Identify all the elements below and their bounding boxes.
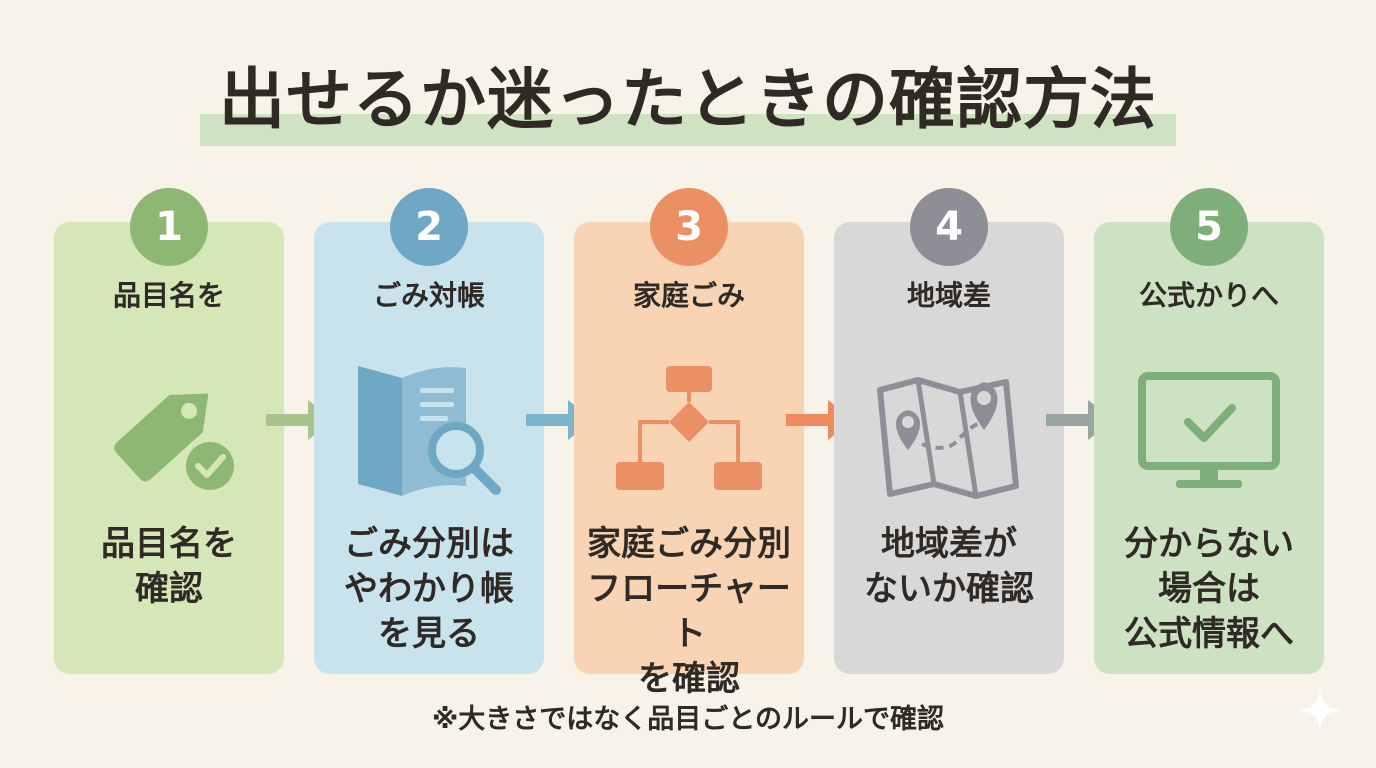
step-4-heading: 地域差 <box>906 279 991 312</box>
step-3-description: 家庭ごみ分別 フローチャート を確認 <box>587 524 791 699</box>
step-5-number: 5 <box>1170 188 1248 266</box>
map-pins-icon <box>877 377 1019 499</box>
step-2-heading: ごみ対帳 <box>372 279 485 312</box>
title-area: 出せるか迷ったときの確認方法 <box>0 58 1376 148</box>
step-4-number: 4 <box>910 188 988 266</box>
step-2-description: ごみ分別は やわかり帳 を見る <box>344 524 514 654</box>
step-3-card <box>574 222 804 674</box>
footnote: ※大きさではなく品目ごとのルールで確認 <box>432 704 944 735</box>
step-5-description: 分からない 場合は 公式情報へ <box>1124 524 1294 654</box>
page-title: 出せるか迷ったときの確認方法 <box>219 61 1157 138</box>
step-2-number: 2 <box>390 188 468 266</box>
step-5-card <box>1094 222 1324 674</box>
step-3-heading: 家庭ごみ <box>632 279 745 312</box>
monitor-check-icon <box>1138 372 1280 488</box>
step-3-number: 3 <box>650 188 728 266</box>
title-highlight <box>200 114 1176 146</box>
step-1-heading: 品目名を <box>112 279 225 312</box>
step-1-number: 1 <box>130 188 208 266</box>
step-4-description: 地域差が ないか確認 <box>864 524 1034 609</box>
step-4-card <box>834 222 1064 674</box>
step-1-description: 品目名を 確認 <box>101 524 237 609</box>
flowchart-icon <box>616 366 762 490</box>
sparkle-icon <box>1298 688 1342 732</box>
step-5-heading: 公式かりへ <box>1138 279 1279 312</box>
booklet-search-icon <box>358 366 501 496</box>
tag-check-icon <box>114 393 240 496</box>
